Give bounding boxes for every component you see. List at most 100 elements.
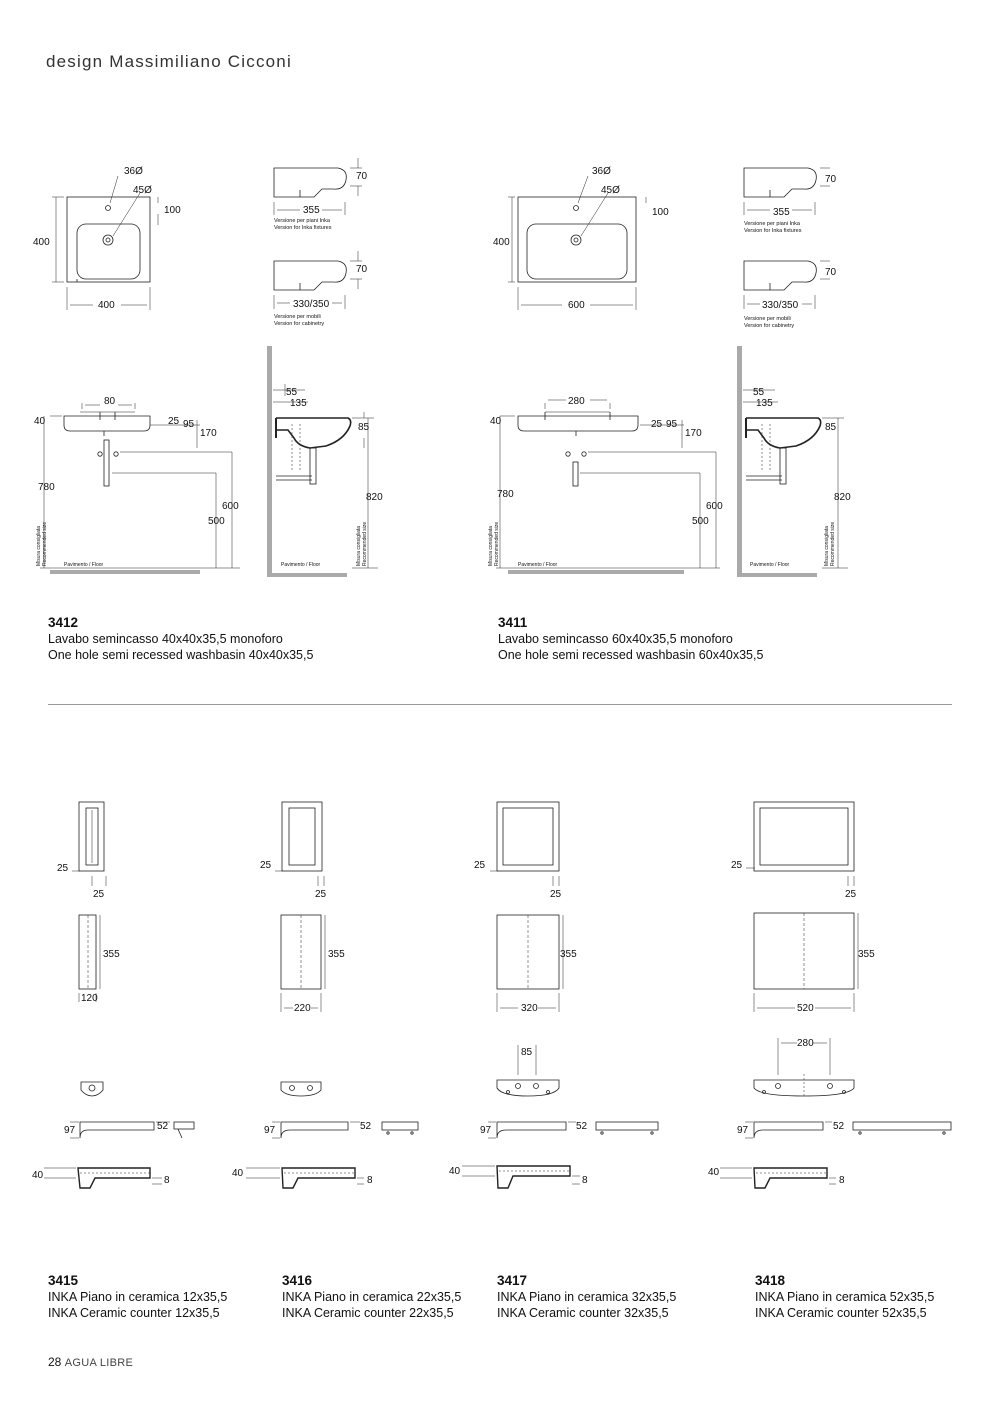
side-view-3411-inka xyxy=(743,167,830,215)
dim-3418-97: 97 xyxy=(737,1125,749,1136)
label-3411-sec-rec-it: Misura consigliata xyxy=(824,526,830,566)
label-3412-sec-rec-en: Recommended size xyxy=(362,522,368,566)
label-3412-floor-front: Pavimento / Floor xyxy=(64,562,104,568)
dim-3412-front-600: 600 xyxy=(222,501,239,512)
dim-3411-front-95: 95 xyxy=(666,419,678,430)
dim-3411-front-25: 25 xyxy=(651,419,663,430)
product-name-en: One hole semi recessed washbasin 60x40x3… xyxy=(498,648,764,662)
label-3411-cab-it: Versione per mobili xyxy=(744,316,791,322)
dim-3418-width: 520 xyxy=(797,1003,814,1014)
dim-3417-width: 320 xyxy=(521,1003,538,1014)
dim-3411-front-170: 170 xyxy=(685,428,702,439)
label-3411-cab-en: Version for cabinetry xyxy=(744,323,794,329)
product-code: 3416 xyxy=(282,1273,313,1288)
dim-3411-front-780: 780 xyxy=(497,489,514,500)
product-code: 3415 xyxy=(48,1273,79,1288)
caption-3415: 3415 INKA Piano in ceramica 12x35,5 INKA… xyxy=(48,1272,227,1321)
dim-3418-355: 355 xyxy=(858,949,875,960)
label-3412-cab-en: Version for cabinetry xyxy=(274,321,324,327)
designer-credit: design Massimiliano Cicconi xyxy=(46,52,292,71)
dim-3411-side-h1: 70 xyxy=(825,174,837,185)
label-3412-inka-it: Versione per piani Inka xyxy=(274,218,331,224)
dim-3411-sec-135: 135 xyxy=(756,398,773,409)
dim-3411-sec-55: 55 xyxy=(753,387,765,398)
page-number: 28 xyxy=(48,1355,62,1369)
dim-3412-sec-820: 820 xyxy=(366,492,383,503)
dim-3416-8: 8 xyxy=(367,1175,373,1186)
label-3411-floor-sec: Pavimento / Floor xyxy=(750,562,790,568)
dim-3412-front-95: 95 xyxy=(183,419,195,430)
dim-3416-25a: 25 xyxy=(260,860,272,871)
dim-3412-side-w2: 330/350 xyxy=(293,299,330,310)
dim-3412-side-h1: 70 xyxy=(356,171,368,182)
caption-3416: 3416 INKA Piano in ceramica 22x35,5 INKA… xyxy=(282,1272,461,1321)
product-name-it: Lavabo semincasso 60x40x35,5 monoforo xyxy=(498,632,733,646)
product-name-it: INKA Piano in ceramica 22x35,5 xyxy=(282,1290,462,1304)
label-3411-rec-en: Recommended size xyxy=(494,522,500,566)
dim-3411-front-500: 500 xyxy=(692,516,709,527)
dim-3416-355: 355 xyxy=(328,949,345,960)
dim-3417-25a: 25 xyxy=(474,860,486,871)
dim-3418-25a: 25 xyxy=(731,860,743,871)
dim-3417-355: 355 xyxy=(560,949,577,960)
caption-3411: 3411 Lavabo semincasso 60x40x35,5 monofo… xyxy=(498,614,763,663)
product-name-en: INKA Ceramic counter 32x35,5 xyxy=(497,1306,669,1320)
section-view-3411 xyxy=(737,346,848,577)
dim-3411-side-h2: 70 xyxy=(825,267,837,278)
dim-3416-width: 220 xyxy=(294,1003,311,1014)
dim-3411-hole-top: 36Ø xyxy=(592,166,611,177)
dim-3412-height: 400 xyxy=(33,237,50,248)
dim-3415-40: 40 xyxy=(32,1170,44,1181)
drawing-3417 xyxy=(462,801,659,1189)
label-3412-rec-en: Recommended size xyxy=(42,522,48,566)
dim-3415-width: 120 xyxy=(81,993,98,1004)
label-3412-floor-sec: Pavimento / Floor xyxy=(281,562,321,568)
product-name-it: INKA Piano in ceramica 12x35,5 xyxy=(48,1290,228,1304)
dim-3412-front-w: 80 xyxy=(104,396,116,407)
drawing-3418 xyxy=(720,801,952,1189)
caption-3418: 3418 INKA Piano in ceramica 52x35,5 INKA… xyxy=(755,1272,934,1321)
product-name-it: INKA Piano in ceramica 52x35,5 xyxy=(755,1290,935,1304)
dim-3416-40: 40 xyxy=(232,1168,244,1179)
product-code: 3417 xyxy=(497,1273,528,1288)
top-view-3412 xyxy=(52,175,159,310)
dim-3415-52: 52 xyxy=(157,1121,169,1132)
label-3412-inka-en: Version for Inka fixtures xyxy=(274,225,332,231)
dim-3412-sec-55: 55 xyxy=(286,387,298,398)
product-code: 3412 xyxy=(48,615,79,630)
caption-3412: 3412 Lavabo semincasso 40x40x35,5 monofo… xyxy=(48,614,313,663)
dim-3412-front-170: 170 xyxy=(200,428,217,439)
dim-3411-sec-820: 820 xyxy=(834,492,851,503)
dim-3411-front-600: 600 xyxy=(706,501,723,512)
caption-3417: 3417 INKA Piano in ceramica 32x35,5 INKA… xyxy=(497,1272,676,1321)
dim-3412-side-h2: 70 xyxy=(356,264,368,275)
label-3411-inka-en: Version for Inka fixtures xyxy=(744,228,802,234)
dim-3411-sec-85: 85 xyxy=(825,422,837,433)
dim-3412-front-left: 40 xyxy=(34,416,46,427)
dim-3412-front-500: 500 xyxy=(208,516,225,527)
page-footer: 28 AGUA LIBRE xyxy=(48,1355,133,1369)
dim-3412-front-25: 25 xyxy=(168,416,180,427)
product-name-en: INKA Ceramic counter 22x35,5 xyxy=(282,1306,454,1320)
product-name-it: INKA Piano in ceramica 32x35,5 xyxy=(497,1290,677,1304)
dim-3417-8: 8 xyxy=(582,1175,588,1186)
dim-3418-hole: 280 xyxy=(797,1038,814,1049)
dim-3417-52: 52 xyxy=(576,1121,588,1132)
dim-3417-97: 97 xyxy=(480,1125,492,1136)
dim-3415-355: 355 xyxy=(103,949,120,960)
dim-3412-offset: 100 xyxy=(164,205,181,216)
side-view-3412-cabinet xyxy=(273,251,362,309)
dim-3418-25b: 25 xyxy=(845,889,857,900)
dim-3416-52: 52 xyxy=(360,1121,372,1132)
label-3411-rec-it: Misura consigliata xyxy=(488,526,494,566)
dim-3416-25b: 25 xyxy=(315,889,327,900)
dim-3415-25b: 25 xyxy=(93,889,105,900)
drawing-3416 xyxy=(246,801,419,1189)
front-view-3411 xyxy=(496,399,720,574)
product-name-en: INKA Ceramic counter 52x35,5 xyxy=(755,1306,927,1320)
label-3412-rec-it: Misura consigliata xyxy=(36,526,42,566)
section-view-3412 xyxy=(267,346,378,577)
brand-name: AGUA LIBRE xyxy=(64,1357,134,1369)
dim-3417-25b: 25 xyxy=(550,889,562,900)
